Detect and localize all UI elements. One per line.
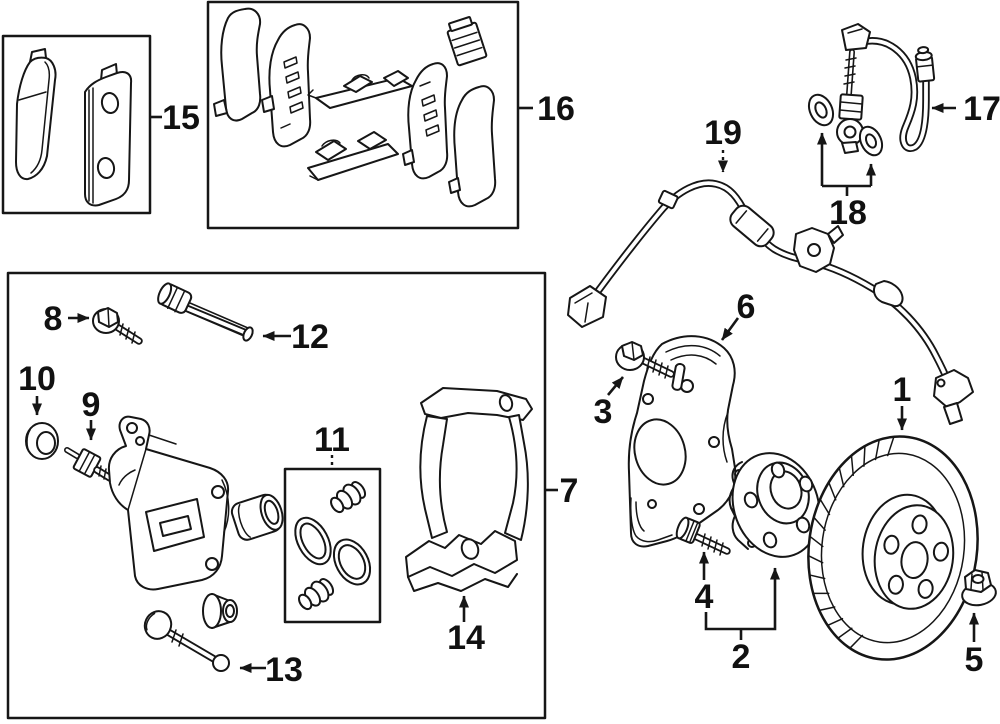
- seal-kit-boot-lower: [298, 578, 335, 611]
- seal-kit-seal-small: [332, 538, 372, 586]
- callout-15-pad-set[interactable]: 15: [162, 99, 200, 137]
- callout-12-upper-guide-pin[interactable]: 12: [291, 318, 329, 356]
- guide-pin-bushing-drawing: [202, 593, 238, 629]
- brake-pad-set-box: [1, 34, 152, 215]
- seal-kit-boot-upper: [330, 481, 367, 514]
- lock-nut-drawing: [961, 569, 997, 607]
- splash-shield-drawing: [627, 335, 737, 548]
- caliper-body-drawing: [107, 415, 230, 591]
- hose-elbow-fitting: [841, 23, 871, 51]
- leader-2: [704, 567, 780, 631]
- callout-18-hose-washers[interactable]: 18: [829, 194, 867, 232]
- brake-hose-drawing: [836, 23, 936, 154]
- callout-leaders: [32, 103, 979, 673]
- shield-bolt-drawing: [615, 341, 675, 379]
- brake-pad-right-drawing: [84, 63, 133, 207]
- callout-9-bleeder-valve[interactable]: 9: [82, 386, 101, 424]
- callout-19-abs-sensor[interactable]: 19: [704, 114, 742, 152]
- wheel-stud-drawing: [675, 516, 731, 556]
- caliper-piston-drawing: [230, 493, 284, 541]
- caliper-seal-kit-box: [283, 467, 382, 624]
- abs-sensor-head: [933, 369, 974, 425]
- abs-sensor-harness-drawing: [567, 179, 974, 425]
- leader-3: [607, 376, 624, 396]
- caliper-bolt-drawing: [92, 307, 143, 345]
- kit-spring-clip-bottom: [307, 131, 399, 181]
- bleeder-cap-drawing: [25, 422, 59, 460]
- callout-4-wheel-stud[interactable]: 4: [695, 578, 714, 616]
- callout-10-bleeder-cap[interactable]: 10: [18, 360, 56, 398]
- callout-2-hub-bearing[interactable]: 2: [732, 638, 751, 676]
- rotor-vent-hatching: [807, 435, 895, 649]
- hose-banjo-fitting: [838, 93, 864, 121]
- callout-17-brake-hose[interactable]: 17: [963, 90, 1000, 128]
- pad-hardware-kit-box: [206, 0, 520, 230]
- leader-18-bracket: [822, 184, 871, 196]
- callout-14-caliper-bracket[interactable]: 14: [447, 619, 485, 657]
- callout-6-splash-shield[interactable]: 6: [737, 288, 756, 326]
- caliper-box-border: [6, 271, 547, 720]
- harness-clip-lower: [873, 280, 904, 308]
- brake-pad-left-drawing: [15, 48, 57, 181]
- abs-connector: [567, 285, 607, 328]
- harness-clip-upper: [657, 189, 679, 210]
- kit-pad-outline-right: [448, 85, 497, 208]
- callout-1-rotor[interactable]: 1: [893, 371, 912, 409]
- caliper-bracket-drawing: [405, 387, 533, 592]
- harness-bracket: [793, 225, 844, 273]
- kit-pad-outline-left: [213, 7, 262, 122]
- hub-bearing-drawing: [728, 452, 821, 558]
- brake-rotor-drawing: [807, 435, 979, 661]
- callout-13-lower-guide-pin[interactable]: 13: [265, 651, 303, 689]
- upper-guide-pin-drawing: [157, 282, 254, 342]
- callout-labels: 1 2 3 4 5 6 7 8 9 10 11 12 13 14 15 16 1…: [18, 90, 1000, 689]
- harness-grommet: [729, 204, 775, 248]
- callout-16-hardware-kit[interactable]: 16: [537, 90, 575, 128]
- callout-5-lock-nut[interactable]: 5: [965, 641, 984, 679]
- bleeder-valve-drawing: [64, 447, 114, 482]
- leader-6: [720, 317, 740, 341]
- callout-7-caliper-assembly[interactable]: 7: [560, 472, 579, 510]
- hose-washers-drawing: [807, 93, 884, 157]
- seal-kit-seal-large: [294, 516, 332, 566]
- kit-pad-shimmed-left: [261, 23, 312, 148]
- callout-8-caliper-bolt[interactable]: 8: [44, 300, 63, 338]
- caliper-assembly-box: [6, 271, 547, 720]
- callout-11-seal-kit[interactable]: 11: [314, 421, 350, 459]
- lower-guide-pin-drawing: [143, 610, 230, 672]
- callout-3-shield-bolt[interactable]: 3: [594, 393, 613, 431]
- kit-pad-shimmed-right: [402, 62, 449, 180]
- kit-wear-sensor-block: [446, 16, 488, 67]
